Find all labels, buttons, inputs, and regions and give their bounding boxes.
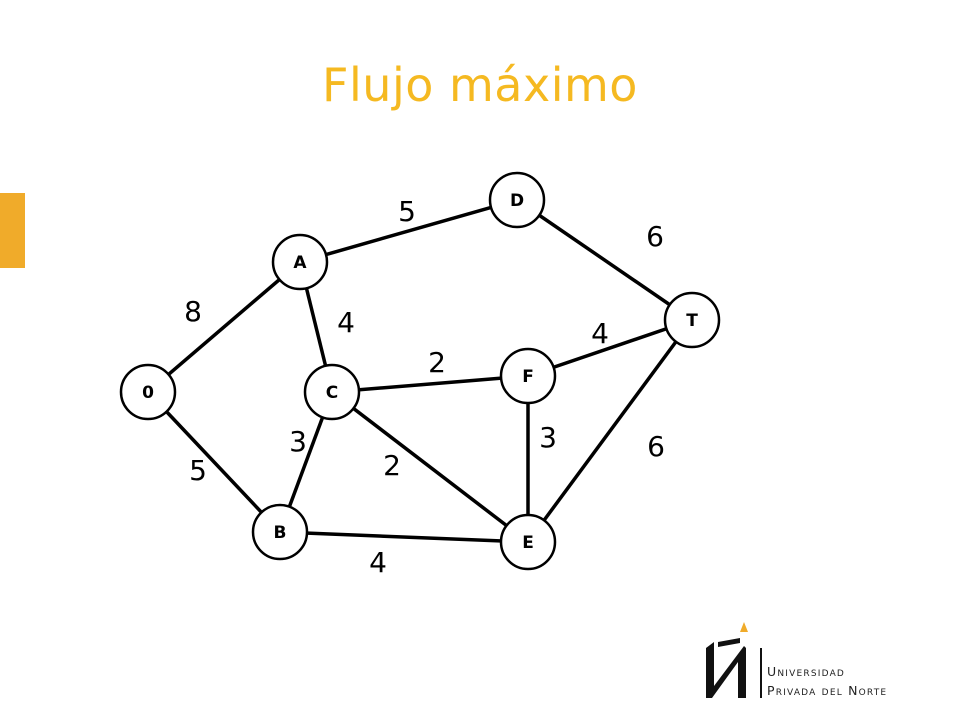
edge-0-B — [146, 390, 282, 534]
edge-capacity-label: 4 — [591, 317, 609, 350]
node-circle — [251, 503, 309, 561]
edge-D-T — [516, 198, 693, 322]
edge-capacity-label: 3 — [289, 425, 307, 458]
node-D: D — [488, 171, 546, 229]
node-B: B — [251, 503, 309, 561]
node-circle — [499, 347, 557, 405]
edge-C-E — [330, 390, 530, 544]
logo-text-line2: Privada del Norte — [767, 683, 888, 698]
node-C: C — [303, 363, 361, 421]
node-F: F — [499, 347, 557, 405]
edge-E-T — [526, 318, 694, 544]
edge-capacity-label: 8 — [184, 295, 202, 328]
node-circle — [663, 291, 721, 349]
edge-C-F — [331, 374, 529, 394]
node-T: T — [663, 291, 721, 349]
node-circle — [488, 171, 546, 229]
edge-labels-layer: 8 5 5 4 2 3 2 4 6 4 3 6 — [184, 195, 665, 579]
node-label: D — [510, 191, 524, 211]
node-circle — [271, 233, 329, 291]
logo-text-line1: Universidad — [767, 664, 846, 679]
edge-capacity-label: 4 — [337, 306, 355, 339]
node-circle — [119, 363, 177, 421]
node-0: 0 — [119, 363, 177, 421]
node-label: F — [522, 367, 534, 387]
upn-logo-icon — [706, 622, 762, 698]
edge-capacity-label: 2 — [383, 449, 401, 482]
node-label: A — [293, 253, 307, 273]
edge-0-A — [146, 260, 302, 394]
edge-capacity-label: 5 — [398, 195, 416, 228]
edge-capacity-label: 2 — [428, 346, 446, 379]
edge-capacity-label: 4 — [369, 546, 387, 579]
page-title: Flujo máximo — [322, 58, 638, 112]
edge-A-D — [299, 198, 518, 264]
edge-B-E — [279, 530, 529, 544]
edge-capacity-label: 6 — [646, 220, 664, 253]
node-label: C — [326, 383, 338, 403]
node-circle — [499, 513, 557, 571]
node-E: E — [499, 513, 557, 571]
node-label: T — [686, 311, 698, 331]
accent-bar — [0, 193, 25, 268]
node-A: A — [271, 233, 329, 291]
node-label: E — [522, 533, 534, 553]
edge-F-T — [527, 318, 693, 378]
node-label: 0 — [142, 383, 154, 403]
nodes-layer: 0 A B C D E F T — [119, 171, 721, 571]
edges-layer — [146, 198, 694, 544]
edge-capacity-label: 3 — [539, 421, 557, 454]
edge-capacity-label: 5 — [189, 454, 207, 487]
edge-capacity-label: 6 — [647, 430, 665, 463]
node-label: B — [274, 523, 287, 543]
node-circle — [303, 363, 361, 421]
